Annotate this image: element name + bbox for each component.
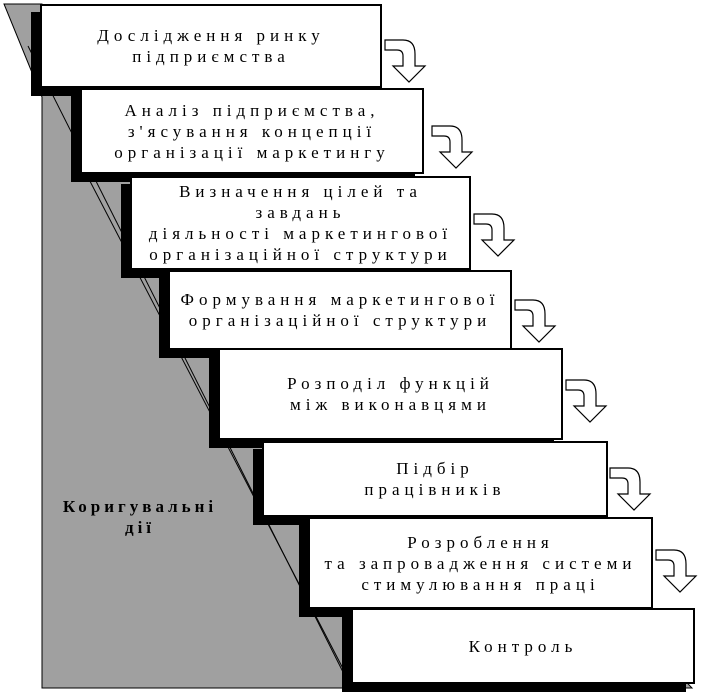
step-5-line-2: між виконавцями: [290, 395, 491, 414]
step-goals-definition: Визначення цілей та завдань діяльності м…: [130, 176, 471, 270]
step-3-line-2: діяльності маркетингової: [148, 224, 453, 243]
diagonal-line-2: [79, 161, 351, 683]
step-1-line-1: Дослідження ринку: [97, 26, 325, 45]
connector-arrow-6: [609, 467, 652, 511]
connector-arrow-1: [384, 39, 427, 83]
step-function-distribution: Розподіл функцій між виконавцями: [218, 348, 563, 440]
connector-arrow-5: [565, 379, 608, 423]
step-2-line-1: Аналіз підприємства,: [124, 100, 380, 120]
step-staff-selection: Підбір працівників: [262, 441, 608, 517]
corrective-actions-label: Коригувальні дії: [55, 496, 225, 538]
connector-arrow-2: [431, 125, 474, 169]
connector-arrow-4: [514, 299, 557, 343]
step-7-line-3: стимулювання праці: [361, 574, 600, 594]
step-4-line-1: Формування маркетингової: [180, 290, 500, 309]
step-1-line-2: підприємства: [132, 47, 290, 66]
step-structure-formation: Формування маркетингової організаційної …: [168, 270, 512, 350]
step-6-line-2: працівників: [364, 480, 506, 499]
step-3-line-1: Визначення цілей та завдань: [179, 182, 422, 222]
connector-arrow-3: [473, 213, 516, 257]
step-8-line-1: Контроль: [468, 636, 578, 656]
step-4-line-2: організаційної структури: [188, 311, 492, 330]
step-2-line-3: організації маркетингу: [114, 142, 390, 162]
step-market-research: Дослідження ринку підприємства: [40, 4, 382, 88]
step-control: Контроль: [351, 608, 695, 684]
step-2-line-2: з'ясування концепції: [127, 121, 377, 141]
corrective-actions-line-1: Коригувальні: [62, 497, 218, 516]
step-7-line-1: Розроблення: [407, 532, 554, 552]
step-3-line-3: організаційної структури: [149, 245, 452, 264]
corrective-actions-line-2: дії: [124, 518, 156, 537]
step-6-line-1: Підбір: [396, 459, 474, 478]
step-enterprise-analysis: Аналіз підприємства, з'ясування концепці…: [80, 88, 424, 174]
step-incentive-system: Розроблення та запровадження системи сти…: [308, 517, 653, 609]
step-5-line-1: Розподіл функцій: [287, 374, 494, 393]
step-7-line-2: та запровадження системи: [324, 553, 637, 573]
connector-arrow-7: [655, 549, 698, 593]
